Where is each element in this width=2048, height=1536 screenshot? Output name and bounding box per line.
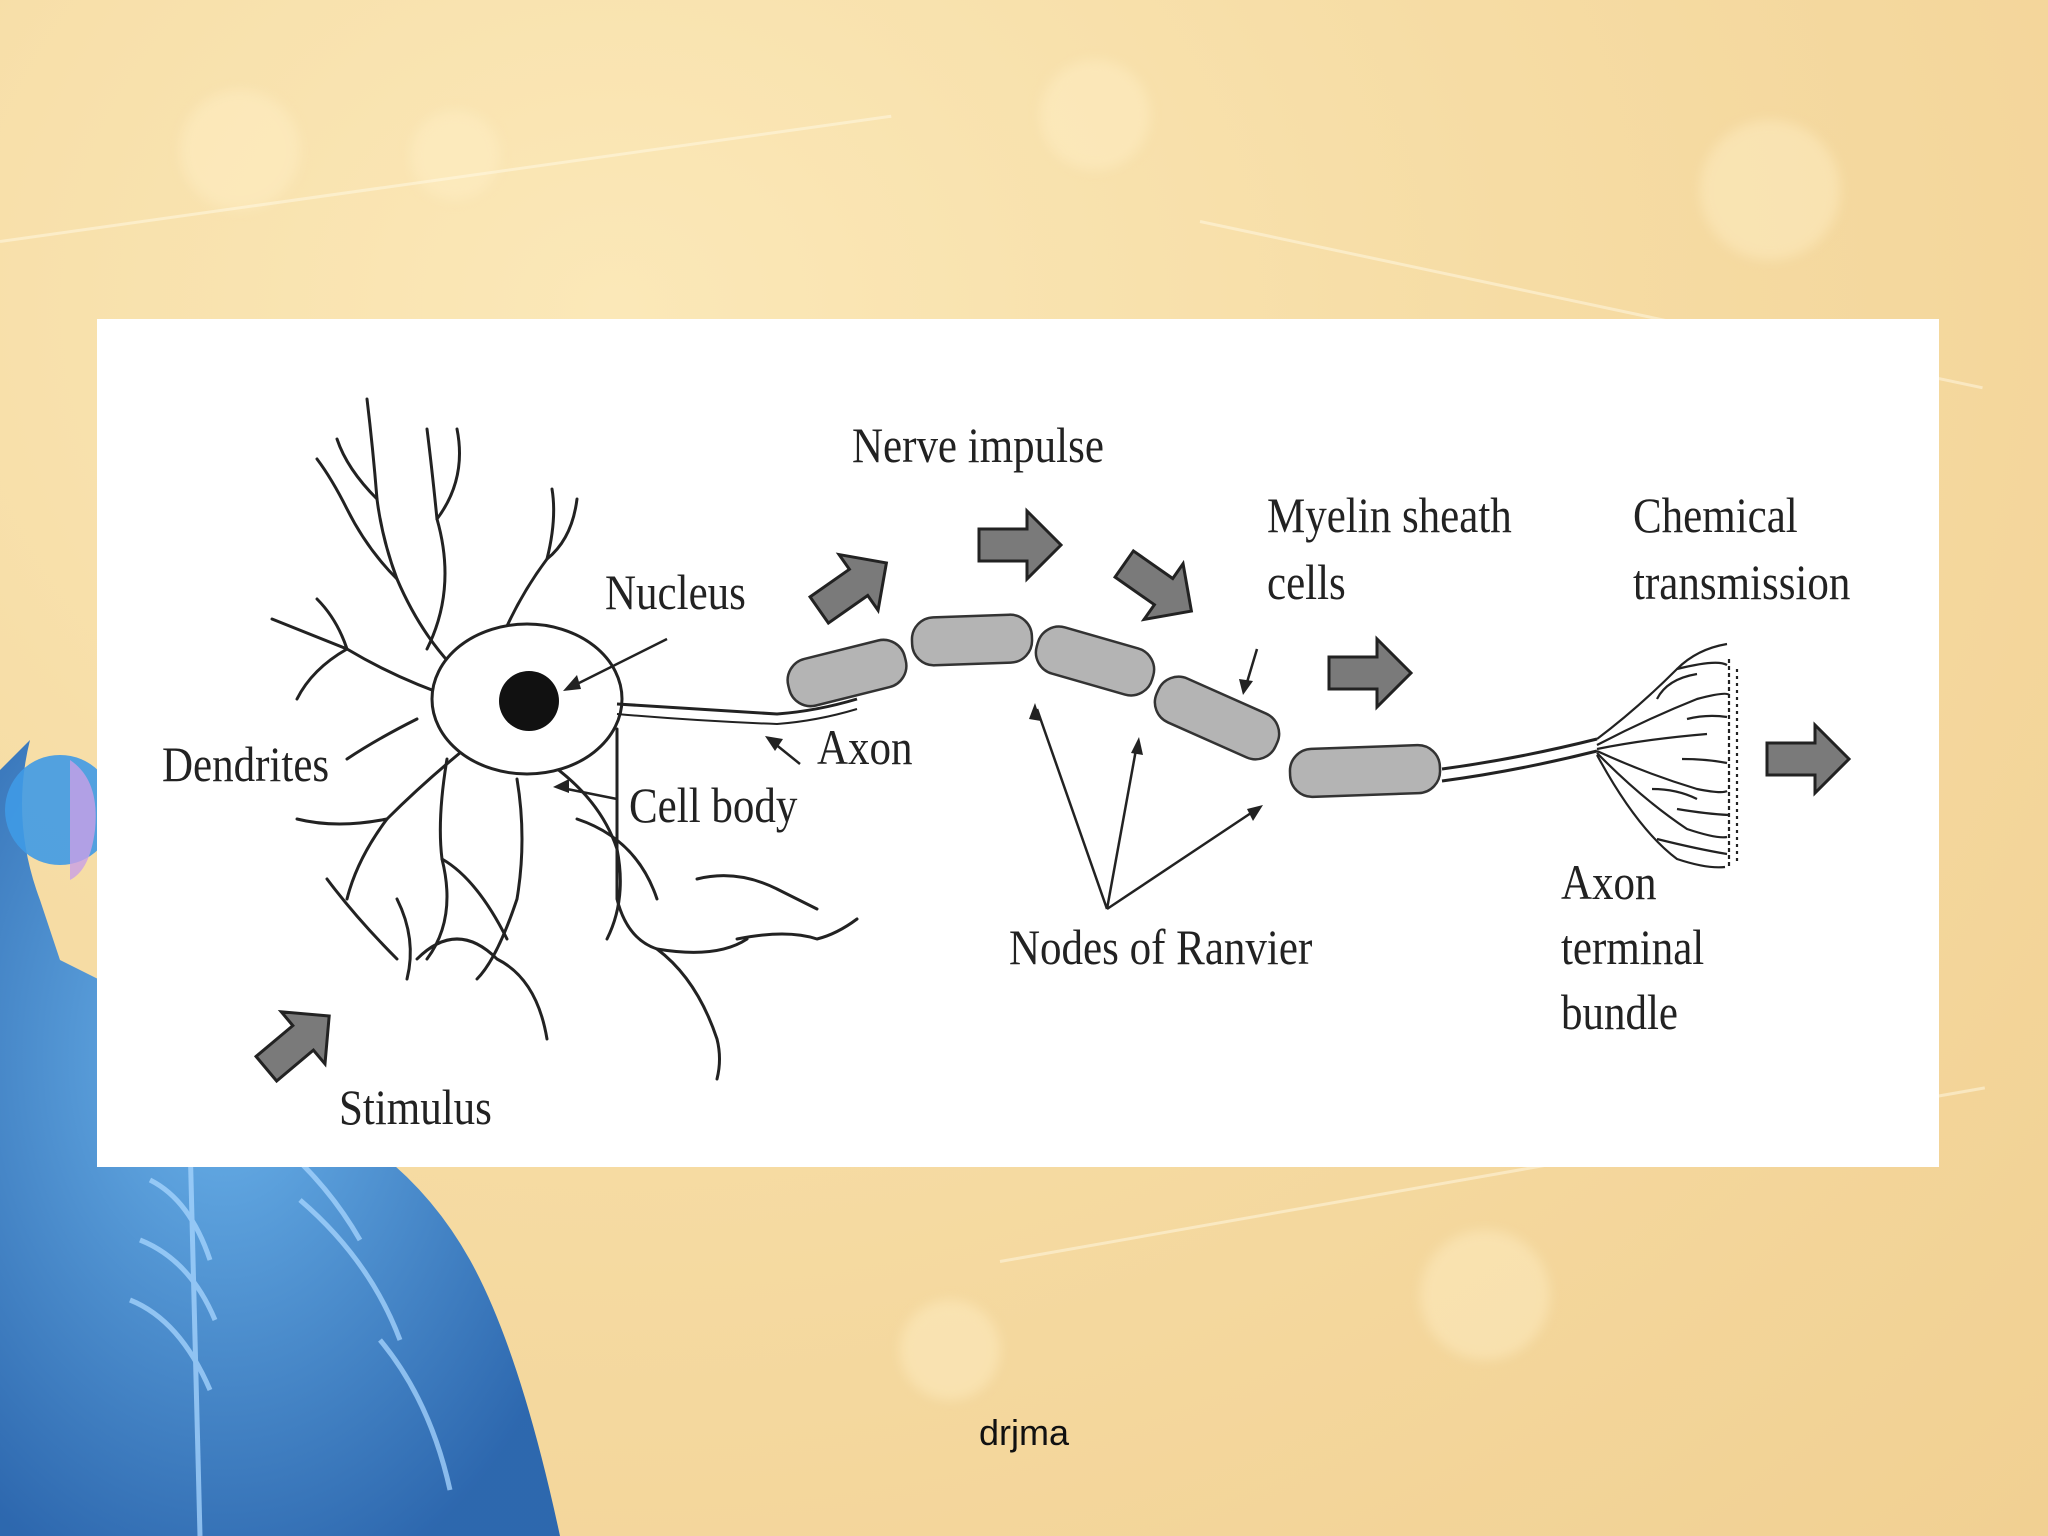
background-glow: [1040, 60, 1150, 170]
axon-terminal-label-line3: bundle: [1561, 985, 1678, 1041]
stimulus-arrow: [253, 1010, 331, 1084]
chemical-transmission-label-line2: transmission: [1633, 555, 1850, 611]
cell-body-label: Cell body: [629, 778, 798, 834]
nerve-impulse-arrow: [807, 552, 889, 626]
nucleus-label: Nucleus: [605, 565, 746, 621]
nerve-impulse-arrow: [977, 507, 1064, 583]
myelin-segment: [786, 638, 908, 708]
pointer-arrowheads: [553, 675, 1263, 821]
myelin-segment: [1288, 743, 1442, 799]
dendrites-label: Dendrites: [162, 737, 329, 793]
myelin-sheath-label-line2: cells: [1267, 555, 1346, 611]
neuron-diagram: Nerve impulse Myelin sheath cells Chemic…: [162, 397, 1852, 1136]
nucleus-drawing: [499, 671, 559, 731]
nerve-impulse-label: Nerve impulse: [852, 418, 1104, 474]
dendrites-drawing: [270, 397, 859, 1081]
myelin-sheath-segments: [786, 613, 1442, 799]
nerve-impulse-arrow: [1327, 635, 1414, 711]
axon-terminal-drawing: [1596, 642, 1739, 869]
impulse-arrows: [253, 507, 1852, 1084]
chemical-transmission-arrow: [1765, 721, 1852, 797]
axon-label: Axon: [817, 720, 913, 776]
chemical-transmission-label: Chemical: [1633, 488, 1798, 544]
axon-terminal-label: Axon: [1561, 855, 1657, 911]
background-glow: [180, 90, 300, 210]
myelin-segment: [910, 613, 1034, 667]
neuron-diagram-panel: Nerve impulse Myelin sheath cells Chemic…: [97, 319, 1939, 1167]
background-glow: [410, 110, 500, 200]
myelin-segment: [1153, 675, 1281, 761]
slide-footer: drjma: [978, 1412, 1070, 1453]
stimulus-label: Stimulus: [339, 1080, 492, 1136]
nodes-of-ranvier-label: Nodes of Ranvier: [1009, 920, 1313, 976]
myelin-segment: [1034, 625, 1156, 697]
background-glow: [900, 1300, 1000, 1400]
background-glow: [1420, 1230, 1550, 1360]
nerve-impulse-arrow: [1112, 548, 1194, 622]
background-glow: [1700, 120, 1840, 260]
myelin-sheath-label: Myelin sheath: [1267, 488, 1512, 544]
axon-terminal-label-line2: terminal: [1561, 920, 1704, 976]
axon-drawing: [616, 697, 858, 716]
